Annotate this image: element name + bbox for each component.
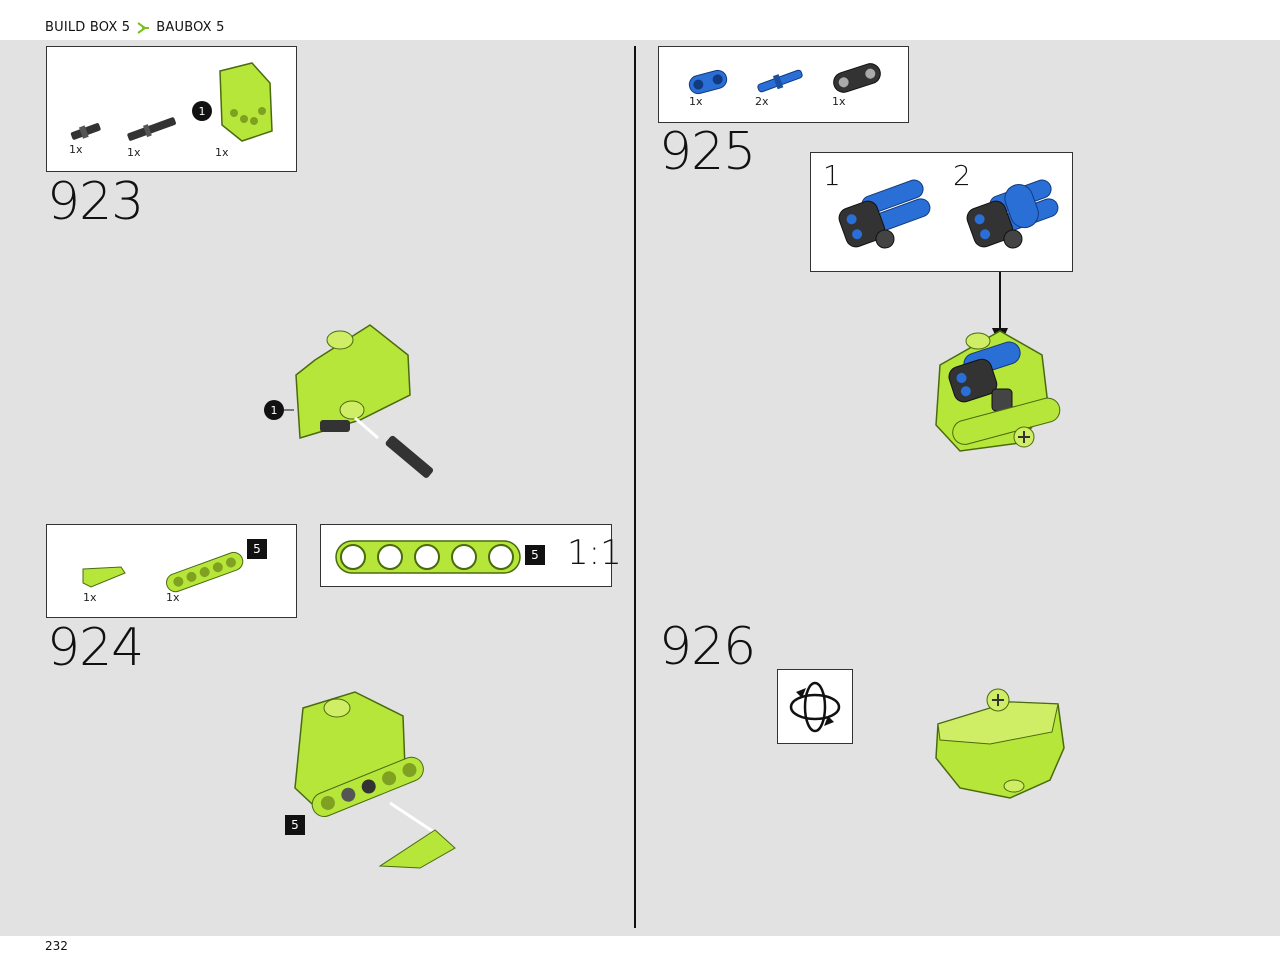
rotate-model-icon <box>789 681 841 733</box>
parts-callout-924: 5 1x 1x <box>46 524 297 618</box>
axle-pin-part-image <box>127 117 176 141</box>
sub-step-number: 2 <box>953 159 971 192</box>
step-number: 924 <box>47 618 144 678</box>
step-number: 926 <box>659 617 756 677</box>
breadcrumb: BUILD BOX 5 BAUBOX 5 <box>45 20 225 35</box>
scale-callout: 5 1:1 <box>320 524 622 587</box>
step-number: 923 <box>47 172 144 232</box>
scale-length-badge: 5 <box>525 545 545 565</box>
page-number: 232 <box>45 939 68 953</box>
column-divider <box>634 46 636 928</box>
part-qty: 1x <box>215 146 229 159</box>
rotate-model-callout <box>777 669 853 744</box>
step-number: 925 <box>659 122 756 182</box>
page-header: BUILD BOX 5 BAUBOX 5 <box>0 0 1280 40</box>
assembly-924-image <box>294 691 456 869</box>
assembly-925-image <box>935 330 1061 452</box>
part-qty: 1x <box>69 143 83 156</box>
sub-assembly-2-image <box>966 179 1059 249</box>
blue-connector-part-image <box>688 69 728 95</box>
lime-wedge-part-image <box>82 566 126 588</box>
part-qty: 1x <box>832 95 846 108</box>
beam-scale-image <box>335 540 521 574</box>
sub-assembly-callout: 1 2 <box>810 152 1073 272</box>
part-qty: 1x <box>127 146 141 159</box>
part-length-badge: 5 <box>247 539 267 559</box>
breadcrumb-build-box: BUILD BOX 5 <box>45 20 131 35</box>
parts-callout-923: 1 1x 1x 1x <box>46 46 297 172</box>
step-marker-badge: 1 <box>264 400 284 420</box>
part-qty: 1x <box>689 95 703 108</box>
part-qty: 2x <box>755 95 769 108</box>
sub-step-number: 1 <box>823 159 841 192</box>
scale-ratio-label: 1:1 <box>567 533 622 573</box>
assembly-926-image <box>935 688 1065 799</box>
pin-part-image <box>70 123 101 140</box>
part-qty: 1x <box>166 591 180 604</box>
chevron-right-icon <box>137 21 150 34</box>
assembly-length-badge: 5 <box>285 815 305 835</box>
lime-angle-part-image <box>219 62 273 142</box>
step-marker-badge: 1 <box>192 101 212 121</box>
assembly-923-image <box>264 324 434 478</box>
lime-beam-part-image <box>166 551 244 593</box>
part-qty: 1x <box>83 591 97 604</box>
instruction-page <box>0 40 1280 936</box>
sub-assembly-1-image <box>838 179 931 249</box>
parts-callout-925: 1x 2x 1x <box>658 46 909 123</box>
breadcrumb-baubox: BAUBOX 5 <box>156 20 225 35</box>
black-connector-part-image <box>833 63 881 93</box>
blue-pin-part-image <box>757 69 803 93</box>
